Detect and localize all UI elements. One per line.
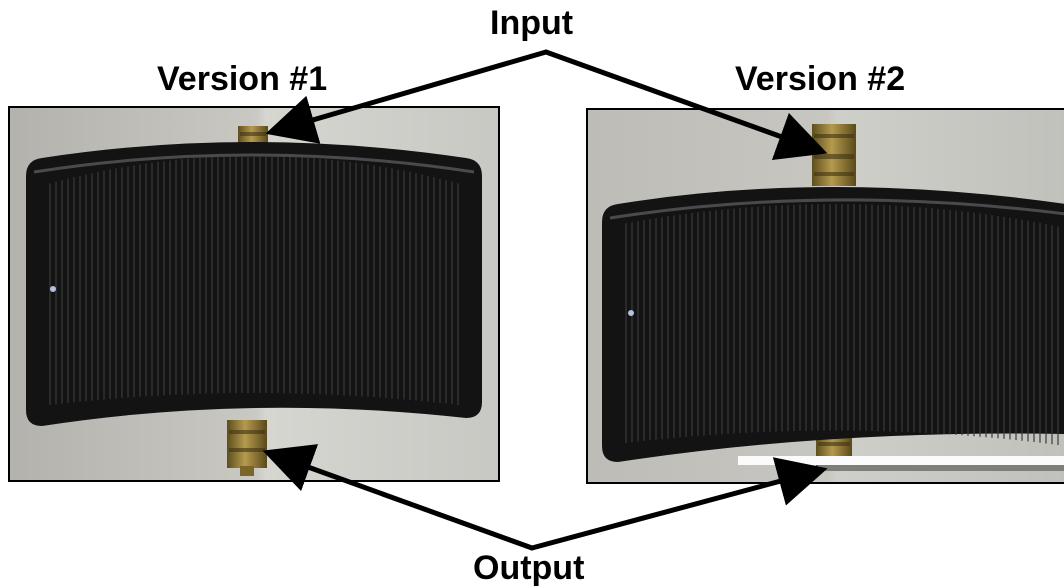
input-fitting-v2 [812, 124, 856, 186]
input-label: Input [490, 4, 574, 42]
heat-pad-v2 [602, 187, 1064, 462]
version-2-title: Version #2 [735, 60, 906, 98]
ribs-v1 [49, 155, 459, 406]
version-2-panel [586, 108, 1064, 484]
output-fitting-v1 [227, 420, 267, 476]
ribs-v2 [625, 204, 1059, 445]
white-strip-overlay [738, 456, 1064, 465]
output-label: Output [473, 549, 585, 587]
version-1-panel [8, 106, 500, 482]
version-2-render [588, 110, 1064, 482]
version-1-render [10, 108, 498, 480]
version-1-title: Version #1 [157, 60, 328, 98]
